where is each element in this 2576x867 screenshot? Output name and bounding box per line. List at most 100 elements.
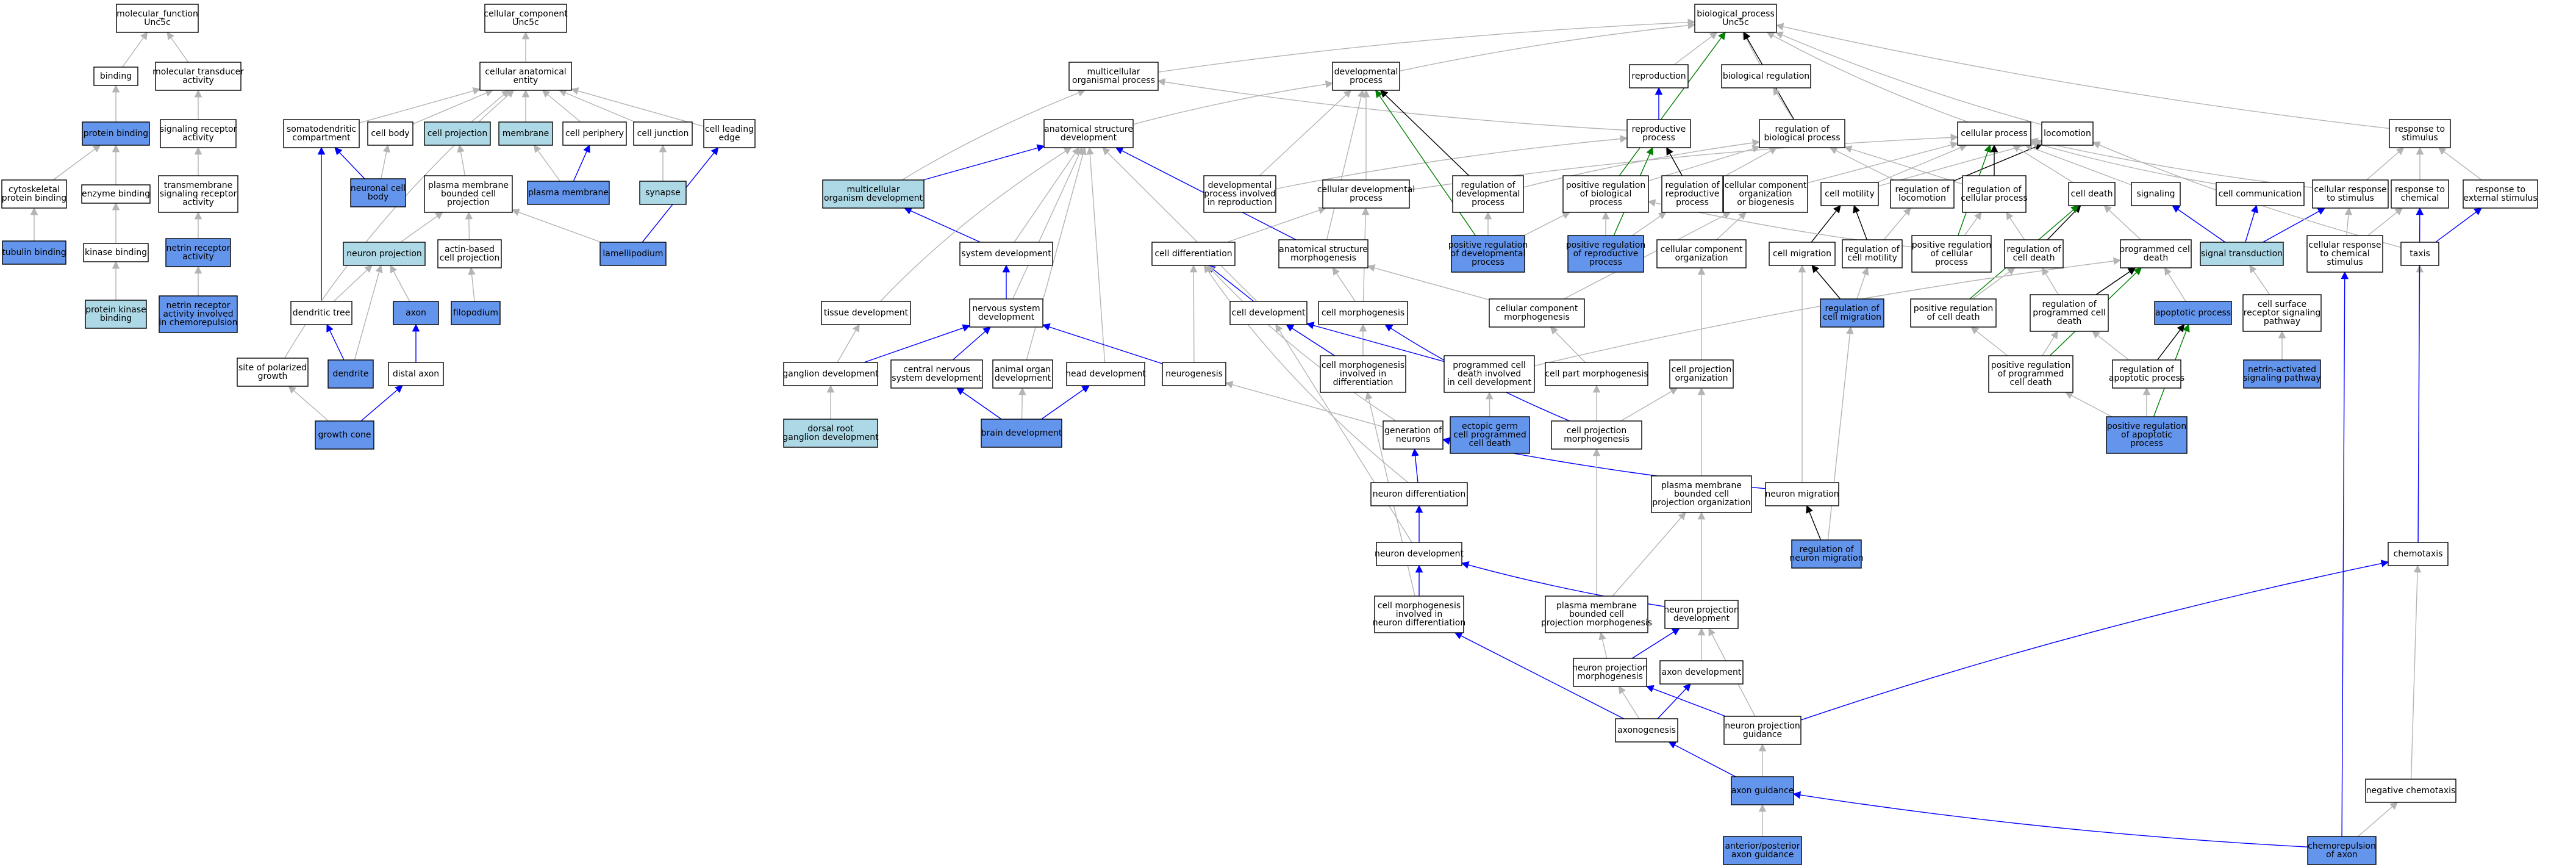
go-term-node-bioreg[interactable]: biological regulation [1721, 64, 1811, 88]
go-term-node-cellbody[interactable]: cell body [367, 121, 413, 146]
go-term-node-dendtree[interactable]: dendritic tree [290, 301, 352, 325]
go-term-node-taxis[interactable]: taxis [2400, 242, 2439, 266]
go-term-node-growthcone[interactable]: growth cone [315, 420, 374, 450]
go-term-node-neurdev[interactable]: neuron development [1375, 542, 1464, 566]
go-term-node-headdev[interactable]: head development [1065, 362, 1146, 386]
go-term-node-axonguid[interactable]: axon guidance [1731, 776, 1794, 805]
go-term-node-axondev[interactable]: axon development [1659, 660, 1744, 685]
go-term-node-neurogenesis[interactable]: neurogenesis [1162, 362, 1226, 386]
go-term-node-cellmorph[interactable]: cell morphogenesis [1318, 301, 1408, 325]
go-term-node-repro[interactable]: reproduction [1629, 64, 1689, 88]
go-term-node-sysdev[interactable]: system development [959, 242, 1053, 266]
go-term-node-enzbind[interactable]: enzyme binding [81, 184, 151, 204]
go-term-node-dendrite[interactable]: dendrite [327, 359, 374, 389]
go-term-node-celldeath[interactable]: cell death [2068, 182, 2116, 206]
go-term-node-cellproc[interactable]: cellular process [1957, 121, 2031, 146]
go-term-node-synapse[interactable]: synapse [639, 181, 687, 205]
go-term-node-protbind[interactable]: protein binding [82, 121, 150, 146]
go-term-node-braindev[interactable]: brain development [981, 419, 1062, 448]
go-term-node-locomotion[interactable]: locomotion [2041, 121, 2094, 146]
go-term-node-distaxon[interactable]: distal axon [388, 362, 444, 386]
go-term-node-binding[interactable]: binding [93, 67, 138, 86]
go-term-node-negchemo[interactable]: negative chemotaxis [2365, 779, 2456, 803]
go-term-node-plasmamem[interactable]: plasma membrane [527, 181, 610, 205]
go-term-node-cellmig[interactable]: cell migration [1769, 242, 1836, 266]
go-term-node-cpmorph[interactable]: cell part morphogenesis [1545, 362, 1648, 386]
go-term-node-signaling[interactable]: signaling [2131, 182, 2181, 206]
go-term-node-chemotaxis[interactable]: chemotaxis [2388, 542, 2449, 566]
go-term-node-axonogenesis[interactable]: axonogenesis [1615, 718, 1678, 743]
go-term-node-kinbind[interactable]: kinase binding [83, 243, 149, 262]
go-term-node-tissuedev[interactable]: tissue development [821, 301, 911, 325]
go-term-node-tubbind[interactable]: tubulin binding [2, 240, 66, 265]
go-term-node-celldiff[interactable]: cell differentiation [1151, 242, 1236, 266]
go-term-node-cellcomm[interactable]: cell communication [2216, 182, 2305, 206]
go-term-node-filopod[interactable]: filopodium [451, 301, 501, 325]
go-term-node-celljunc[interactable]: cell junction [633, 121, 693, 146]
go-term-node-membrane[interactable]: membrane [498, 121, 553, 146]
